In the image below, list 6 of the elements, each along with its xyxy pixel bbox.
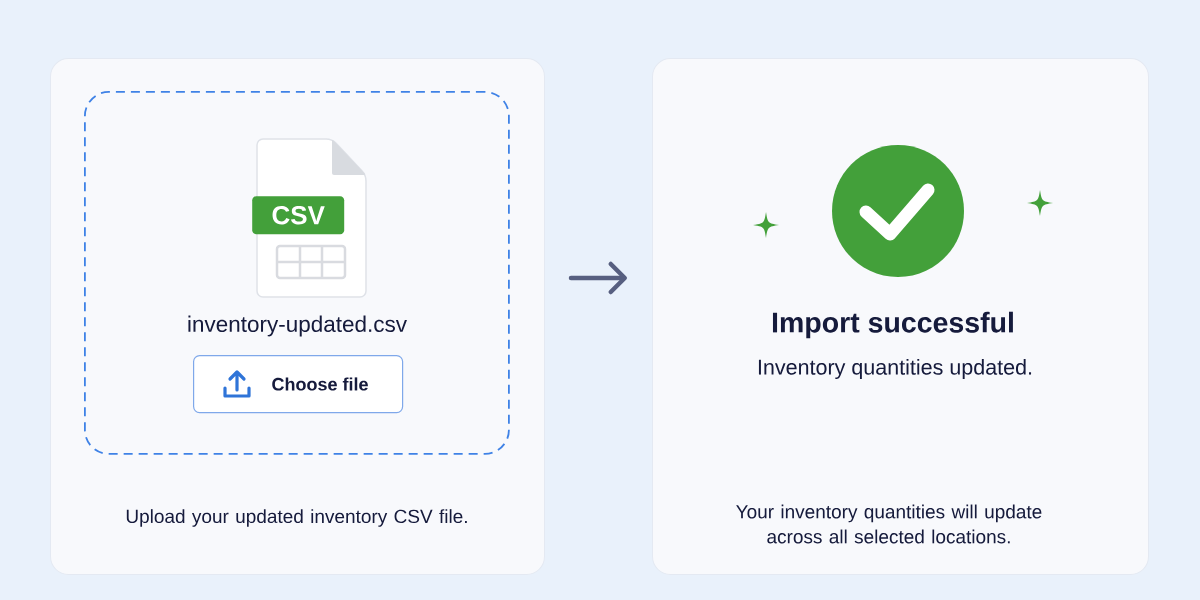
heading: Import successful (772, 311, 1013, 339)
file-type-label: CSV (252, 196, 345, 235)
upload-button: Choose file (193, 355, 404, 414)
status-text: Inventory quantities updated. (758, 359, 1032, 380)
description: Upload your updated inventory CSV file. (126, 509, 467, 527)
description: Your inventory quantities will update across all selected locations. (736, 504, 1042, 544)
